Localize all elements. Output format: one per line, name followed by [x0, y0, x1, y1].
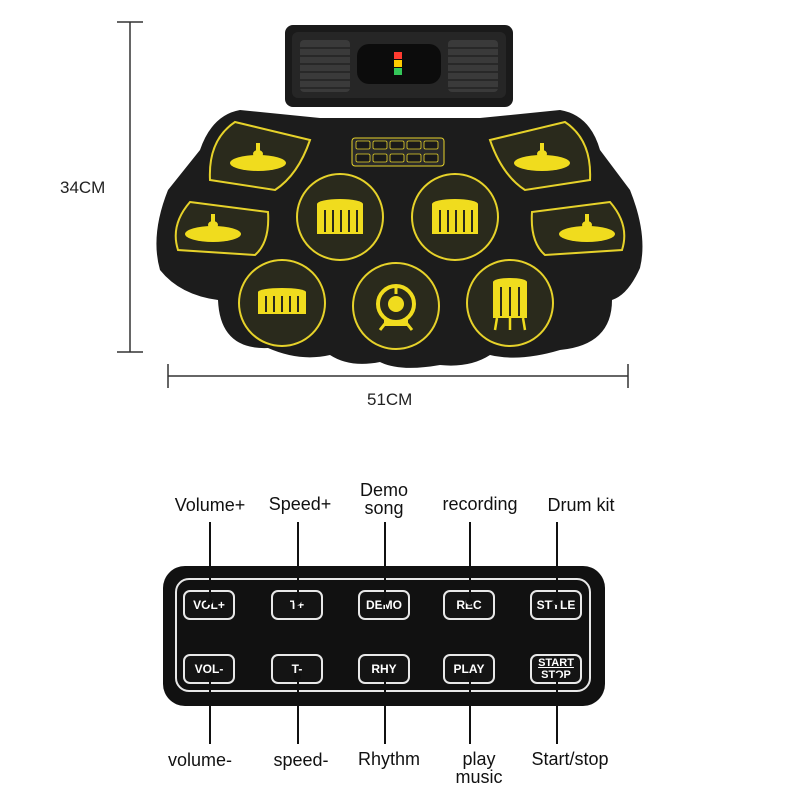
leader-line — [469, 522, 471, 602]
leader-line — [556, 676, 558, 744]
height-dimension-label: 34CM — [60, 178, 106, 197]
pad-tom-2[interactable] — [411, 173, 499, 261]
leader-line — [384, 522, 386, 602]
leader-line — [209, 522, 211, 602]
control-panel-outline — [175, 578, 591, 692]
pad-crash-cymbal-right[interactable] — [530, 200, 626, 257]
led-level-yellow — [394, 60, 402, 67]
cymbal-icon — [559, 214, 615, 242]
floor-tom-icon — [493, 278, 527, 331]
leader-dot — [381, 673, 388, 680]
leader-dot — [294, 598, 301, 605]
cymbal-icon — [185, 214, 241, 242]
width-dimension-label: 51CM — [367, 390, 413, 409]
start-stop-button[interactable]: START STOP — [530, 654, 582, 684]
leader-dot — [206, 598, 213, 605]
led-level-red — [394, 52, 402, 59]
leader-line — [556, 522, 558, 602]
callout-demo-song: Demo song — [359, 480, 408, 518]
leader-dot — [466, 673, 473, 680]
snare-drum-icon — [258, 288, 306, 314]
start-stop-label-top: START — [538, 657, 574, 669]
leader-line — [209, 676, 211, 744]
callout-volume-down: volume- — [167, 750, 233, 770]
leader-dot — [294, 673, 301, 680]
width-dimension-line — [167, 364, 629, 388]
callout-speed-down: speed- — [273, 750, 329, 770]
callout-speed-up: Speed+ — [268, 494, 332, 514]
tom-drum-icon — [317, 199, 363, 234]
speaker-bar — [285, 25, 513, 107]
leader-dot — [553, 598, 560, 605]
leader-line — [297, 522, 299, 602]
pad-floor-tom[interactable] — [466, 259, 554, 347]
leader-dot — [466, 598, 473, 605]
rec-button[interactable]: REC — [443, 590, 495, 620]
leader-dot — [553, 673, 560, 680]
pad-hihat-left[interactable] — [174, 200, 270, 257]
callout-start-stop: Start/stop — [531, 749, 609, 769]
cymbal-icon — [514, 143, 570, 171]
callout-drum-kit: Drum kit — [547, 495, 615, 515]
led-level-green — [394, 68, 402, 75]
callout-rhythm: Rhythm — [357, 749, 420, 769]
callout-recording: recording — [442, 494, 518, 514]
drum-pad-illustration — [117, 21, 643, 388]
callout-play-music: play music — [455, 749, 503, 787]
cymbal-icon — [230, 143, 286, 171]
tempo-up-button[interactable]: T+ — [271, 590, 323, 620]
kick-drum-icon — [376, 284, 416, 331]
leader-line — [384, 676, 386, 744]
leader-dot — [381, 598, 388, 605]
leader-line — [469, 676, 471, 744]
pad-crash-cymbal-left[interactable] — [208, 120, 312, 192]
callout-volume-up: Volume+ — [174, 495, 246, 515]
height-dimension-line — [117, 21, 143, 353]
tom-drum-icon — [432, 199, 478, 234]
pad-tom-1[interactable] — [296, 173, 384, 261]
pad-kick[interactable] — [352, 262, 440, 350]
leader-line — [297, 676, 299, 744]
pad-ride-cymbal-right[interactable] — [488, 120, 592, 192]
leader-dot — [206, 673, 213, 680]
pad-snare[interactable] — [238, 259, 326, 347]
mini-control-strip — [351, 137, 445, 167]
